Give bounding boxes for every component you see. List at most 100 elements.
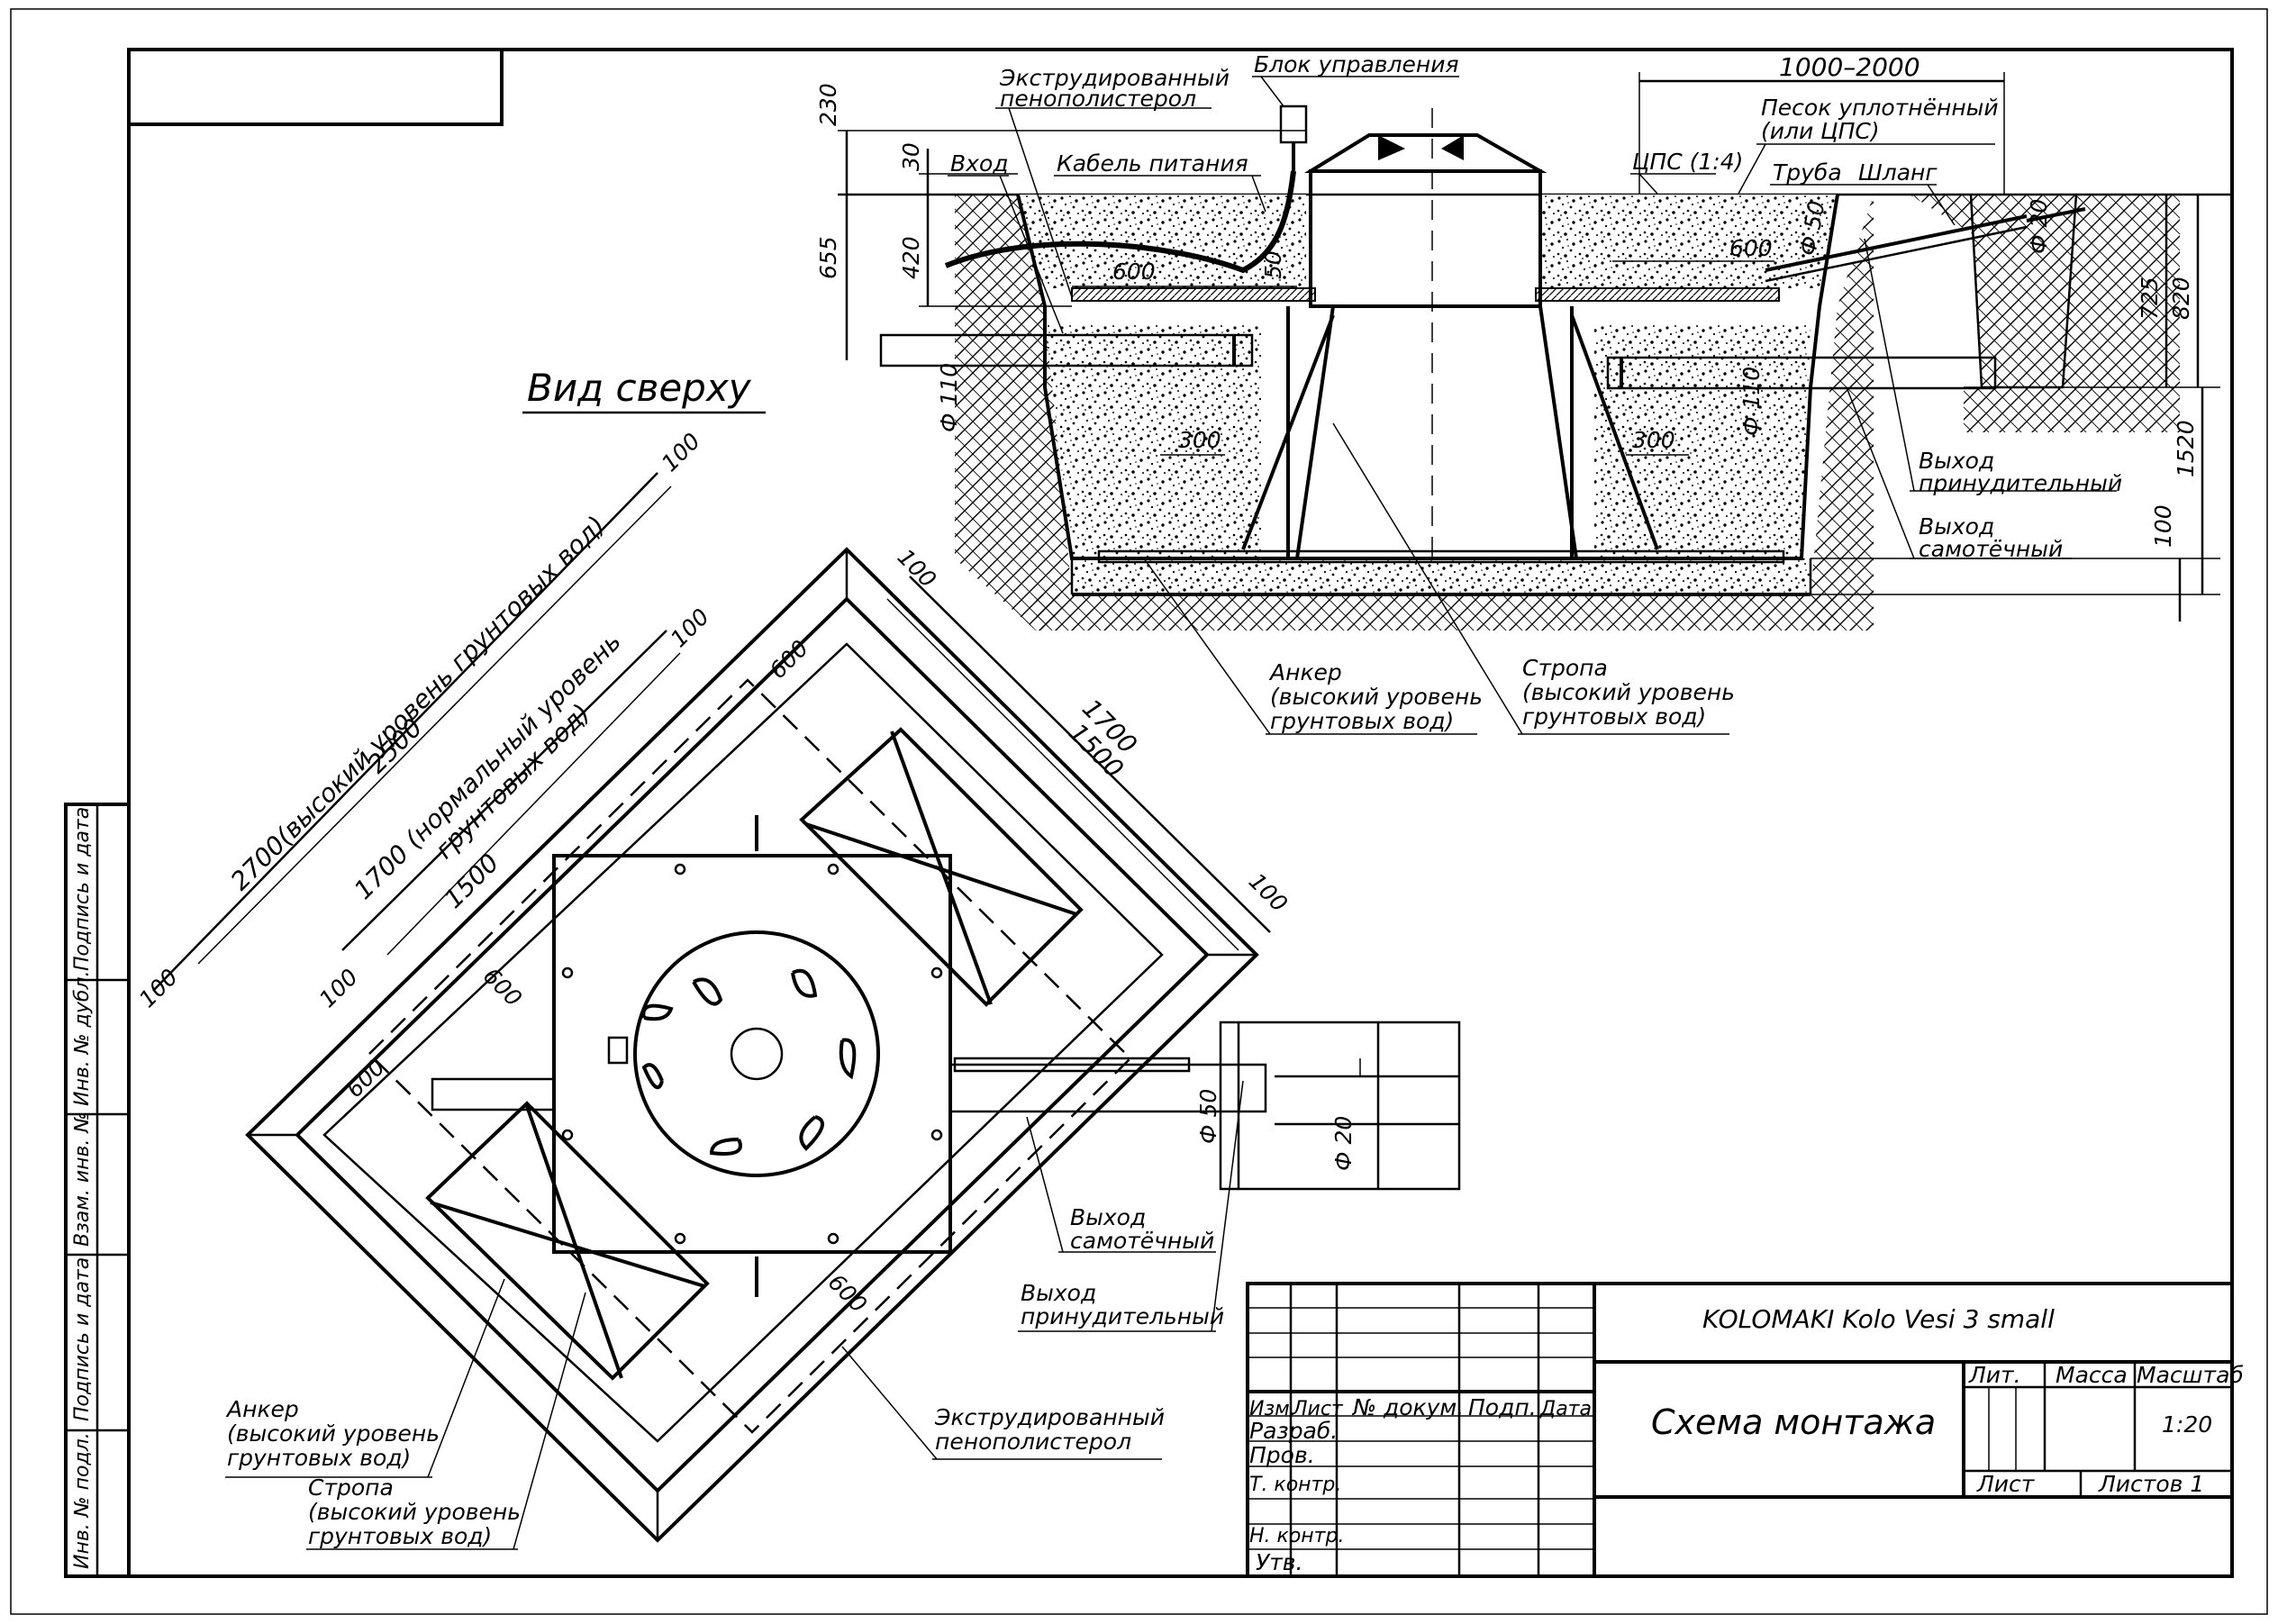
plan-inlet-pipe [431,1077,556,1111]
dim-1520: 1520 [2173,420,2199,477]
title-block: KOLOMAKI Kolo Vesi 3 small Схема монтажа… [1246,1282,2244,1578]
dim-420: 420 [898,236,924,279]
plan-dim-600-left: 600 [341,1054,390,1102]
dim-600-right: 600 [1729,235,1773,261]
tb-col-date: Дата [1539,1398,1592,1420]
plan-dims-topright: 1700 1500 100 600 [823,576,1293,1318]
inlet-pipe [879,333,1254,367]
label-out-gravity-1: Выход [1919,513,1994,540]
tb-col-list: Лист [1292,1398,1344,1420]
tb-row-tkontr: Т. контр. [1249,1474,1341,1496]
plan-label-sling-2: (высокий уровень [308,1499,521,1525]
plan-dim-phi50: Ф 50 [1195,1089,1221,1144]
top-left-stamp-box [127,48,504,126]
label-pipe: Труба [1773,159,1842,186]
plan-label-sling-3: грунтовых вод) [308,1523,492,1549]
plan-dim-100-d: 100 [666,603,714,652]
tb-sheet-label: Лист [1976,1471,2036,1497]
tb-row-utv: Утв. [1256,1549,1302,1575]
dim-30: 30 [898,142,924,171]
plan-dim-100-e: 100 [893,544,941,593]
foam-left [1071,287,1316,302]
soil-bottom [1036,594,1838,631]
plan-dims-topleft: 2700(высокий уровень грунтовых вод) 2500… [134,428,941,1102]
label-anchor-2: (высокий уровень [1270,684,1483,710]
plan-dim-600-top: 600 [765,635,813,684]
dim-phi110-left: Ф 110 [936,363,962,432]
foam-right [1535,287,1780,302]
plan-foam-outline [368,678,1132,1434]
label-sling-2: (высокий уровень [1522,679,1735,705]
tb-mass-label: Масса [2056,1362,2128,1388]
plan-outer-pit [245,547,1259,1543]
label-sand-1: Песок уплотнённый [1761,95,1999,121]
stamp-replace-inv: Взам. инв. № [71,1112,94,1247]
sand-right-bottom [1594,324,1811,558]
plan-label-anchor-3: грунтовых вод) [227,1445,411,1471]
tb-row-prov: Пров. [1249,1442,1315,1468]
sand-base [1072,558,1811,594]
label-anchor-1: Анкер [1268,659,1342,685]
anchor-box-right [799,727,1084,1007]
plan-dim-600-bottom: 600 [823,1269,872,1318]
tb-col-izm: Изм. [1249,1398,1296,1420]
stamp-signature-date-1: Подпись и дата [71,807,94,971]
stamp-orig-inv: Инв. № подл. [71,1432,94,1569]
anchor-plate [1097,549,1785,564]
plan-label-sling-1: Стропа [308,1474,394,1501]
plan-label-out-forced-1: Выход [1021,1280,1096,1306]
plan-heading: Вид сверху [527,366,752,410]
label-sling-1: Стропа [1522,655,1608,681]
plan-label-foam-1: Экструдированный [934,1404,1165,1430]
lid-vent-2 [1441,135,1464,160]
dim-725: 725 [2137,277,2163,320]
dim-100: 100 [2150,504,2176,548]
plan-tank-square [552,854,952,1254]
plan-inner-line [322,642,1164,1443]
sand-left-bottom [1045,324,1261,558]
dim-300-left: 300 [1178,427,1221,453]
dim-230: 230 [815,83,841,126]
dim-820: 820 [2168,277,2194,320]
label-hose: Шланг [1858,159,1938,186]
plan-dim-600-mid: 600 [478,963,527,1012]
lid-vent-slots [641,968,857,1156]
sling-left [1241,314,1335,550]
label-foam-2: пенополистерол [1000,86,1196,112]
dim-1000-2000: 1000–2000 [1779,52,1920,82]
outlet-pipe [1606,356,1997,390]
tb-product: KOLOMAKI Kolo Vesi 3 small [1702,1304,2055,1334]
plan-view: Вид сверху [134,366,1461,1550]
label-foam-1: Экструдированный [999,65,1230,91]
tb-col-sign: Подп. [1468,1394,1537,1420]
label-out-forced-1: Выход [1919,448,1994,474]
dim-phi110-right: Ф 110 [1738,367,1765,436]
soil-right [1783,195,1874,631]
forced-hose [1765,214,2028,272]
tb-doc-title: Схема монтажа [1651,1402,1936,1442]
plan-label-out-gravity-2: самотёчный [1070,1228,1214,1254]
dim-655: 655 [815,236,841,279]
plan-label-anchor-2: (высокий уровень [227,1420,440,1447]
plan-dim-phi20: Ф 20 [1330,1116,1357,1171]
anchor-box-left [425,1101,710,1381]
tb-scale-value: 1:20 [2162,1411,2212,1438]
soil-trench-right [1964,195,2180,432]
dim-phi20: Ф 20 [2026,199,2052,254]
plan-label-foam-2: пенополистерол [935,1429,1131,1455]
dim-50-vert: 50 [1260,250,1286,279]
plan-label-out-forced-2: принудительный [1021,1303,1224,1329]
control-unit [1279,104,1308,144]
lid-vent-1 [1378,135,1405,160]
plan-label-out-gravity-1: Выход [1070,1204,1146,1230]
plan-dim-100-right: 100 [1244,868,1293,917]
plan-tank-lid [633,930,880,1177]
tb-row-razrab: Разраб. [1249,1418,1338,1444]
plan-label-anchor-1: Анкер [225,1396,299,1422]
label-out-forced-2: принудительный [1919,470,2122,496]
side-stamp: Подпись и дата Инв. № дубл. Взам. инв. №… [64,803,131,1578]
stamp-signature-date-2: Подпись и дата [71,1257,94,1421]
plan-dim-100-a: 100 [134,964,183,1012]
tb-col-docnum: № докум. [1351,1394,1464,1420]
section-view: 230 655 30 420 600 600 1000–2000 300 300… [815,51,2232,735]
